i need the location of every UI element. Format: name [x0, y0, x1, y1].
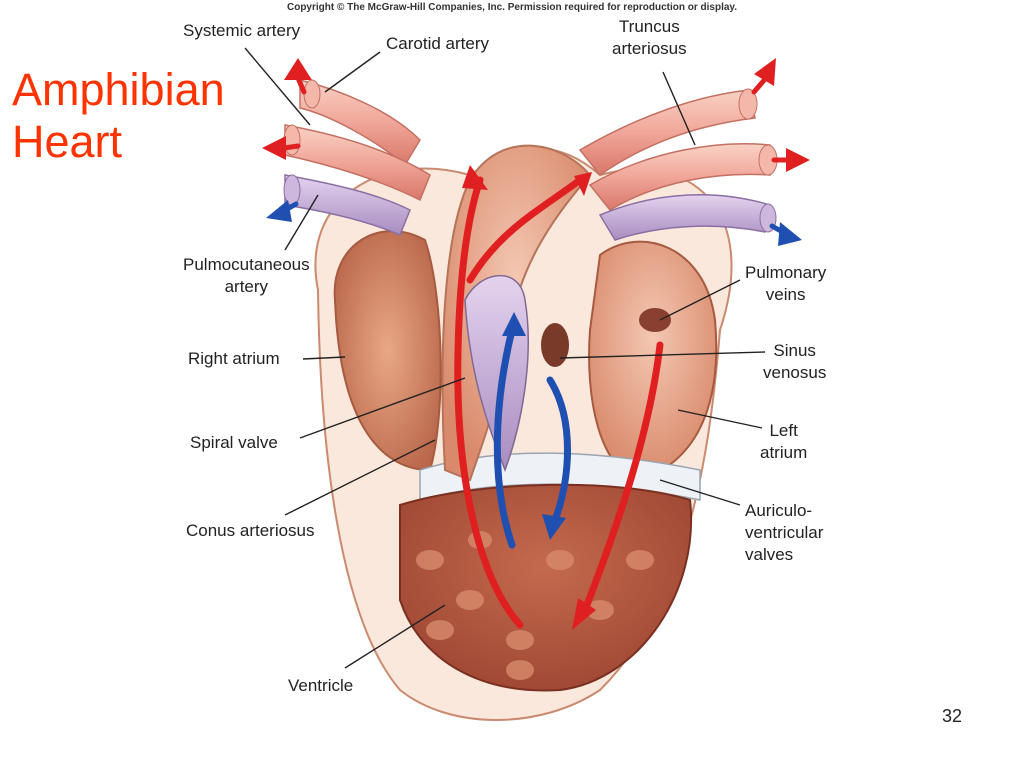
left-atrium	[588, 240, 718, 482]
copyright-notice: Copyright © The McGraw-Hill Companies, I…	[286, 2, 738, 13]
title-line-1: Amphibian	[12, 64, 225, 115]
label-truncus-line-2: arteriosus	[612, 39, 687, 58]
right-atrium	[333, 230, 442, 472]
label-truncus-arteriosus: Truncus arteriosus	[612, 16, 687, 60]
label-ventricle: Ventricle	[288, 676, 354, 695]
label-sinus-venosus: Sinus venosus	[763, 340, 826, 384]
title-line-2: Heart	[12, 116, 123, 167]
label-pulmonary-veins-line-2: veins	[765, 285, 806, 304]
oxygenated-flow-arrows	[454, 176, 664, 629]
label-carotid-artery: Carotid artery	[386, 34, 489, 53]
deoxygenated-flow-arrows	[493, 326, 571, 549]
oxygenated-stub-lines	[281, 75, 791, 163]
label-av-line-3: valves	[745, 545, 794, 564]
ventricle-trabeculae	[416, 531, 654, 680]
right-arterial-arches	[578, 88, 778, 241]
deoxygenated-arrowheads	[266, 200, 802, 540]
label-right-atrium: Right atrium	[188, 349, 280, 368]
pulmonary-vein-opening	[639, 308, 671, 332]
label-leader-lines	[244, 47, 766, 669]
label-truncus-line-1: Truncus	[618, 17, 680, 36]
label-pulmonary-veins-line-1: Pulmonary	[745, 263, 827, 282]
oxygenated-arrowheads	[262, 58, 810, 630]
label-auriculo-ventricular-valves: Auriculo- ventricular valves	[745, 500, 823, 566]
label-pulmonary-veins: Pulmonary veins	[745, 262, 826, 306]
left-arterial-arches	[283, 79, 431, 236]
label-spiral-valve: Spiral valve	[190, 433, 278, 452]
label-conus-arteriosus: Conus arteriosus	[186, 521, 315, 540]
label-left-atrium-line-1: Left	[769, 421, 798, 440]
label-left-atrium-line-2: atrium	[760, 443, 808, 462]
sinus-venosus-opening	[541, 323, 569, 367]
label-left-atrium: Left atrium	[760, 420, 807, 464]
label-systemic-artery: Systemic artery	[183, 21, 301, 40]
label-sinus-line-1: Sinus	[773, 341, 816, 360]
label-pulmocutaneous-line-1: Pulmocutaneous	[183, 255, 310, 274]
deoxygenated-stub-lines	[279, 201, 789, 237]
label-sinus-line-2: venosus	[763, 363, 827, 382]
slide-number: 32	[941, 706, 962, 726]
label-pulmocutaneous-artery: Pulmocutaneous artery	[183, 254, 310, 298]
label-av-line-1: Auriculo-	[745, 501, 813, 520]
label-av-line-2: ventricular	[745, 523, 824, 542]
slide-title: Amphibian Heart	[12, 64, 225, 168]
label-pulmocutaneous-line-2: artery	[224, 277, 269, 296]
